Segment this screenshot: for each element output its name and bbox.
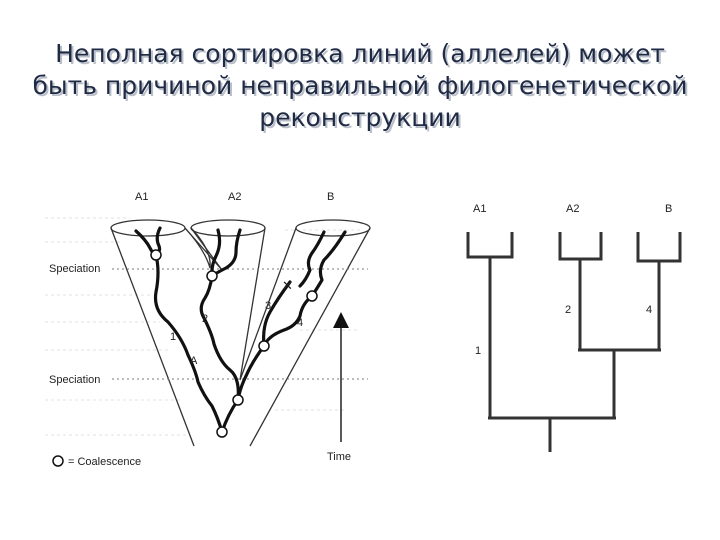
arrow-head-icon (333, 312, 349, 328)
speciation-label-lower: Speciation (49, 374, 100, 386)
lineage-b-right (312, 232, 345, 296)
time-label: Time (327, 451, 351, 463)
gene-tree-diagram: Speciation Speciation A1 (45, 191, 370, 468)
species-tree-diagram: A1 A2 B 1 2 4 (468, 203, 680, 452)
tree-tip-label-a1: A1 (473, 203, 486, 215)
tree-branch-label-4: 4 (646, 304, 652, 316)
tube-rim-a2 (191, 220, 265, 236)
ancestor-label: A (190, 355, 198, 367)
tip-label-a2: A2 (228, 191, 241, 203)
branch-label-3: 3 (265, 300, 271, 312)
coalescence-legend-icon (53, 456, 63, 466)
tip-label-a1: A1 (135, 191, 148, 203)
tree-tip-label-b: B (665, 203, 672, 215)
tip-bracket-b (638, 232, 680, 261)
branch-label-4: 4 (297, 317, 303, 329)
time-arrow (333, 312, 349, 442)
tip-label-b: B (327, 191, 334, 203)
coalescence-node (233, 395, 243, 405)
tube-rim-b (296, 220, 370, 236)
tree-branch-label-2: 2 (565, 304, 571, 316)
coalescence-node (217, 427, 227, 437)
coalescence-node (151, 250, 161, 260)
tree-tip-label-a2: A2 (566, 203, 579, 215)
tube-rim-a1 (111, 220, 185, 236)
branch-label-2: 2 (202, 313, 208, 325)
lineage-b-stem (264, 296, 312, 346)
branch-label-1: 1 (170, 331, 176, 343)
legend-text: = Coalescence (68, 456, 141, 468)
tip-bracket-a2 (560, 232, 601, 259)
speciation-label-upper: Speciation (49, 263, 100, 275)
coalescence-node (307, 291, 317, 301)
tree-branch-label-1: 1 (475, 345, 481, 357)
lineage-a2-stem (201, 276, 238, 400)
lost-lineage-icon: ✕ (282, 278, 293, 293)
tip-bracket-a1 (468, 232, 512, 257)
coalescence-node (207, 271, 217, 281)
tube-outer-left (111, 228, 194, 446)
coalescence-node (259, 341, 269, 351)
